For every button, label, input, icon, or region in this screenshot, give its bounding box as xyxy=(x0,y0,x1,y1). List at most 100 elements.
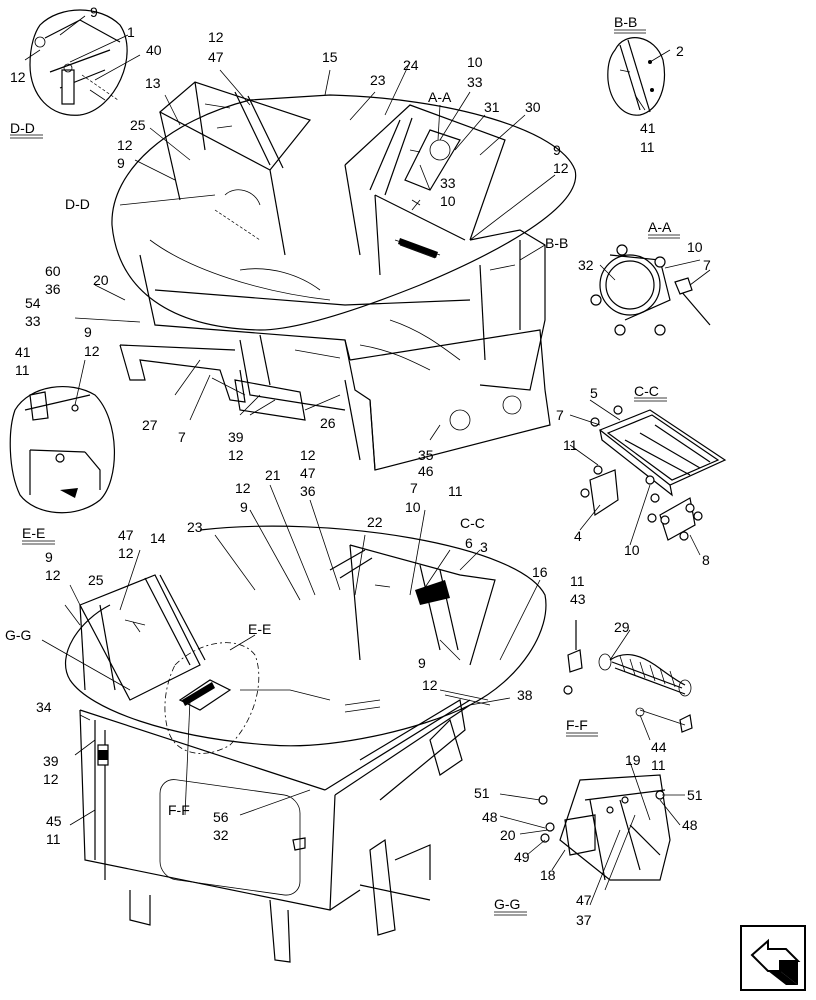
callout: 9 xyxy=(90,4,98,20)
callout: 30 xyxy=(525,99,541,115)
callout: 15 xyxy=(322,49,338,65)
callout: 35 xyxy=(418,447,434,463)
section-title-e-e: E-E xyxy=(22,525,45,541)
callout: 9 xyxy=(45,549,53,565)
callout: 56 xyxy=(213,809,229,825)
callout: 36 xyxy=(300,483,316,499)
callout: 25 xyxy=(88,572,104,588)
detail-left-hinge xyxy=(9,386,115,514)
callout: 12 xyxy=(422,677,438,693)
callout: 7 xyxy=(703,257,711,273)
callout: 7 xyxy=(178,429,186,445)
callout: 33 xyxy=(440,175,456,191)
callout: 22 xyxy=(367,514,383,530)
callout: 10 xyxy=(624,542,640,558)
callout: 47 xyxy=(576,892,592,908)
callout: 20 xyxy=(500,827,516,843)
callout: 43 xyxy=(570,591,586,607)
callout: 4 xyxy=(574,528,582,544)
callout: 32 xyxy=(213,827,229,843)
section-label-b-b: B-B xyxy=(545,235,568,251)
detail-g-g xyxy=(538,774,671,881)
callout: 45 xyxy=(46,813,62,829)
callout: 10 xyxy=(440,193,456,209)
section-title-d-d: D-D xyxy=(10,120,35,136)
callout: 26 xyxy=(320,415,336,431)
section-title-a-a: A-A xyxy=(648,219,672,235)
callout: 51 xyxy=(687,787,703,803)
callout: 20 xyxy=(93,272,109,288)
callout: 47 xyxy=(118,527,134,543)
callout: 12 xyxy=(235,480,251,496)
callout: 12 xyxy=(553,160,569,176)
callout: 11 xyxy=(15,362,30,378)
callout: 23 xyxy=(187,519,203,535)
callout: 41 xyxy=(15,344,31,360)
callout: 11 xyxy=(448,483,463,499)
upper-hopper-assembly xyxy=(111,81,577,471)
callout: 2 xyxy=(676,43,684,59)
callout: 54 xyxy=(25,295,41,311)
callout: 29 xyxy=(614,619,630,635)
callout: 25 xyxy=(130,117,146,133)
callout: 12 xyxy=(208,29,224,45)
callout: 11 xyxy=(570,573,585,589)
section-label-g-g: G-G xyxy=(5,627,31,643)
section-title-f-f: F-F xyxy=(566,717,588,733)
nav-arrow-button[interactable] xyxy=(740,925,806,991)
callout: 21 xyxy=(265,467,281,483)
callout: 47 xyxy=(208,49,224,65)
callout: 33 xyxy=(467,74,483,90)
callout: 40 xyxy=(146,42,162,58)
section-title-b-b: B-B xyxy=(614,14,637,30)
callout: 34 xyxy=(36,699,52,715)
callout: 9 xyxy=(240,499,248,515)
section-label-d-d: D-D xyxy=(65,196,90,212)
callout: 44 xyxy=(651,739,667,755)
callout: 12 xyxy=(10,69,26,85)
section-title-c-c: C-C xyxy=(634,383,659,399)
callout: 51 xyxy=(474,785,490,801)
callout: 10 xyxy=(687,239,703,255)
callout: 3 xyxy=(480,539,488,555)
callout: 8 xyxy=(702,552,710,568)
callout: 11 xyxy=(563,437,578,453)
callout: 47 xyxy=(300,465,316,481)
callout: 12 xyxy=(84,343,100,359)
callout: 16 xyxy=(532,564,548,580)
callout: 11 xyxy=(651,757,666,773)
arrow-icon xyxy=(750,938,801,985)
detail-e-e xyxy=(164,642,260,754)
callout: 19 xyxy=(625,752,641,768)
detail-a-a xyxy=(590,244,711,336)
callout: 10 xyxy=(405,499,421,515)
section-title-g-g: G-G xyxy=(494,896,520,912)
callout: 14 xyxy=(150,530,166,546)
callout: 13 xyxy=(145,75,161,91)
callout: 48 xyxy=(682,817,698,833)
callout: 11 xyxy=(640,139,655,155)
callout: 11 xyxy=(46,831,61,847)
callout: 32 xyxy=(578,257,594,273)
section-label-c-c: C-C xyxy=(460,515,485,531)
callout: 9 xyxy=(84,324,92,340)
callout: 24 xyxy=(403,57,419,73)
lower-hopper-assembly xyxy=(64,525,547,963)
callout: 9 xyxy=(117,155,125,171)
section-label-f-f: F-F xyxy=(168,802,190,818)
spring-detail-f-f xyxy=(563,620,693,733)
callout: 37 xyxy=(576,912,592,928)
leader-lines xyxy=(24,15,711,906)
callout: 48 xyxy=(482,809,498,825)
callout: 36 xyxy=(45,281,61,297)
callout: 12 xyxy=(43,771,59,787)
callout: 12 xyxy=(118,545,134,561)
detail-d-d xyxy=(29,9,128,116)
callout: 9 xyxy=(553,142,561,158)
callout: 5 xyxy=(590,385,598,401)
section-label-a-a: A-A xyxy=(428,89,452,105)
callout: 33 xyxy=(25,313,41,329)
callout: 38 xyxy=(517,687,533,703)
callout: 46 xyxy=(418,463,434,479)
